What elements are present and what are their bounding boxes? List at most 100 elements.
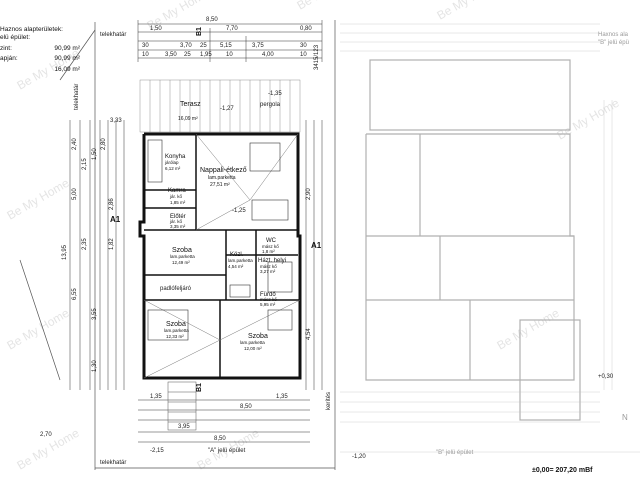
room-konyha-name: Konyha: [165, 154, 186, 160]
room-eloter-floor: jár. kő: [169, 219, 183, 224]
dim-misc-2: 2,80: [101, 138, 107, 150]
room-konyha-area: 6,12 m²: [165, 166, 181, 171]
room-kamra-area: 1,85 m²: [170, 200, 186, 205]
watermark-text: Be My Home: [295, 0, 362, 13]
right-dimension-lines: [305, 120, 323, 390]
lot-boundary: [19, 20, 336, 470]
room-konyha-floor: járólap: [164, 160, 179, 165]
dim-left-8: 3,55: [92, 308, 98, 320]
dim-top-4d: 1,95: [200, 52, 212, 58]
watermark-text: Be My Home: [435, 0, 502, 23]
dim-top-3c: 25: [200, 43, 207, 49]
dim-top-2b: 7,70: [226, 26, 238, 32]
north-arrow: N: [622, 413, 628, 422]
legend-row-value: 16,09 m²: [54, 66, 80, 74]
dim-top-total: 8,50: [206, 17, 218, 23]
room-szoba2-floor: lam.parketta: [164, 328, 189, 333]
carport: [167, 381, 197, 431]
room-szoba1-floor: lam.parketta: [170, 254, 195, 259]
dim-left-6: 2,35: [82, 238, 88, 250]
telekhatar-top-label: telekhatár: [100, 32, 126, 38]
room-szoba2-area: 12,33 m²: [166, 334, 184, 339]
ghost-legend-subtitle: "B" jelü épü: [598, 40, 629, 46]
area-legend: Haznos alapterületek: elü épület: zint: …: [0, 26, 80, 74]
dim-left-9: 1,30: [92, 360, 98, 372]
ghost-dimension-lines: [340, 23, 640, 453]
legend-row: 16,09 m²: [0, 66, 80, 74]
room-kozl-area: 4,54 m²: [228, 264, 244, 269]
room-szoba3-floor: lam.parketta: [240, 340, 265, 345]
ghost-legend-title: Haxnos ala: [598, 32, 629, 38]
room-wc-area: 1,8 m²: [262, 249, 275, 254]
level-minus-127: -1,27: [220, 106, 234, 112]
watermark-text: Be My Home: [5, 306, 72, 353]
legend-row: zint: 90,99 m²: [0, 45, 80, 53]
section-b1-bottom: B1: [196, 383, 203, 392]
section-b1-top: B1: [196, 27, 203, 36]
telekhatar-bottom-label: telekhatár: [100, 460, 126, 466]
room-nappali-name: Nappali-étkező: [200, 167, 247, 174]
telekhatar-left-label: telekhatár: [74, 84, 80, 110]
room-terasz-area: 16,09 m²: [178, 116, 198, 122]
dim-left-3: 5,00: [72, 188, 78, 200]
left-dimension-lines: [69, 120, 125, 390]
legend-subtitle: elü épület:: [0, 33, 30, 41]
dim-top-4c: 25: [184, 52, 191, 58]
dim-bottom-1a: 8,50: [240, 404, 252, 410]
interior-walls: [144, 134, 300, 378]
dim-top-3b: 3,70: [180, 43, 192, 49]
ghost-building-b: [365, 59, 581, 421]
room-kozl-floor: lam.parketta: [228, 258, 253, 263]
room-kamra-floor: jár. kő: [169, 194, 183, 199]
pergola-label: pergola: [260, 102, 281, 108]
legend-row: apján: 90,99 m²: [0, 55, 80, 63]
kerites-label: kerítés: [326, 392, 332, 410]
room-furdo-floor: mász kő: [260, 297, 277, 302]
legend-row-value: 90,99 m²: [54, 55, 80, 63]
level-minus-120: -1,20: [352, 454, 366, 460]
roof-diagonals: [143, 133, 301, 379]
room-kozl-name: Közl.: [230, 252, 244, 258]
legend-row-value: 90,99 m²: [54, 44, 80, 52]
watermark-text: Be My Home: [5, 176, 72, 223]
terrace-hatch: [139, 79, 301, 133]
dim-bottom-2b: 8,50: [214, 436, 226, 442]
dim-top-4b: 3,50: [165, 52, 177, 58]
section-a1-right: A1: [311, 241, 322, 250]
dim-left-7: 1,50: [92, 148, 98, 160]
room-szoba2-name: Szoba: [166, 321, 186, 328]
dim-misc-7: 4,54: [306, 328, 312, 340]
room-nappali-floor: lam.parketta: [208, 175, 236, 181]
dim-top-2a: 1,50: [150, 26, 162, 32]
watermark-text: Be My Home: [495, 306, 562, 353]
room-terasz-name: Terasz: [180, 101, 201, 108]
reference-level: ±0,00= 207,20 mBf: [532, 467, 593, 474]
level-minus-125: -1,25: [232, 208, 246, 214]
room-szoba3-area: 12,00 m²: [244, 346, 262, 351]
room-eloter-name: Előtér: [170, 214, 186, 220]
legend-row-label: zint:: [0, 44, 12, 52]
room-kamra-name: Kamra: [168, 188, 186, 194]
dim-left-5: 2,15: [82, 158, 88, 170]
dim-top-4e: 10: [226, 52, 233, 58]
dim-top-4f: 4,00: [262, 52, 274, 58]
dim-top-2c: 0,80: [300, 26, 312, 32]
room-nappali-area: 27,51 m²: [210, 182, 230, 188]
section-a1-left: A1: [110, 215, 121, 224]
room-szoba1-area: 12,49 m²: [172, 260, 190, 265]
room-haztelyis-floor: mász kő: [260, 264, 277, 269]
room-haztelyis-name: Házt. helyi: [258, 258, 286, 264]
parcel-number: 3415/123: [314, 44, 320, 70]
legend-row-label: apján:: [0, 55, 18, 63]
level-minus-135: -1,35: [268, 91, 282, 97]
room-furdo-area: 5,95 m²: [260, 302, 276, 307]
room-szoba3-name: Szoba: [248, 333, 268, 340]
level-plus-030: +0,30: [598, 374, 614, 380]
dim-bottom-2a: -2,15: [150, 448, 164, 454]
padlofeljaro-label: padlófeljáró: [160, 286, 192, 292]
watermark-text: Be My Home: [555, 96, 622, 143]
dim-bottom-1b: 1,35: [276, 394, 288, 400]
dim-top-3d: 5,15: [220, 43, 232, 49]
dim-left-2: 2,40: [72, 138, 78, 150]
